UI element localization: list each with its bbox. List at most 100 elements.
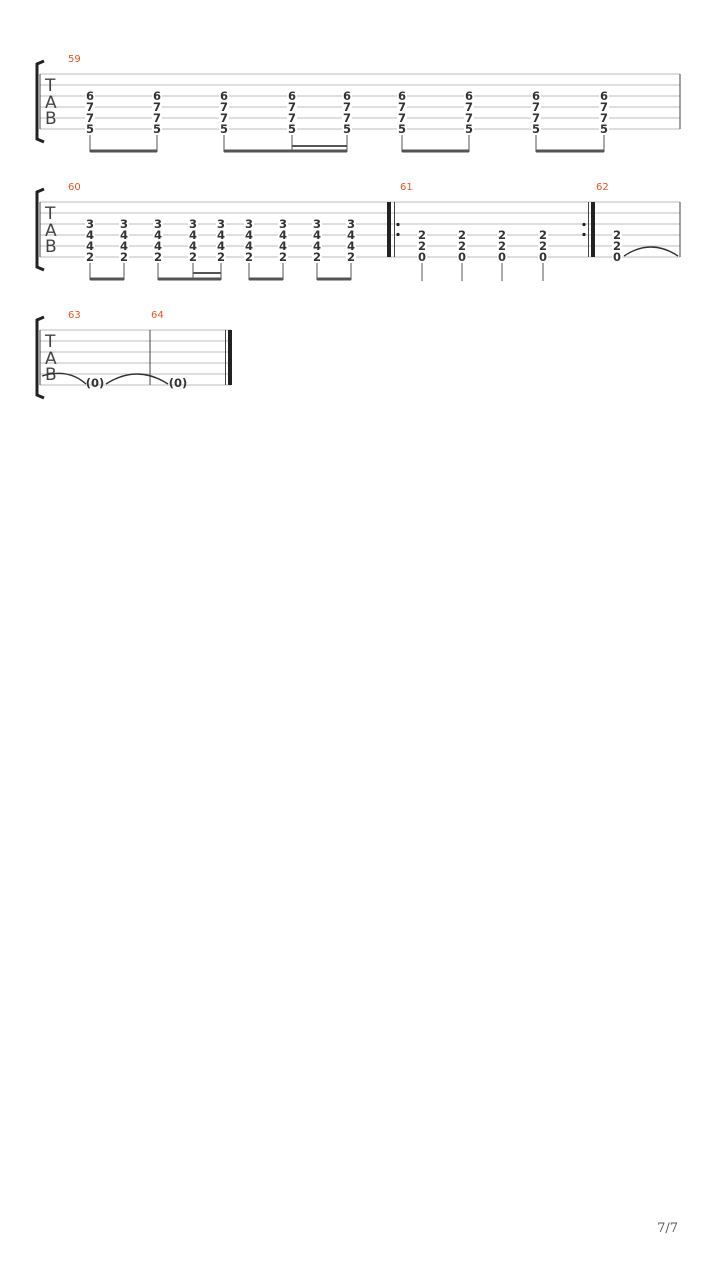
fret-number: 2 (189, 250, 197, 264)
tab-system-3: T A B 63 64 (0) (0) (35, 310, 232, 400)
fret-backdrop (188, 252, 198, 262)
fret-backdrop (346, 252, 356, 262)
fret-backdrop (397, 102, 407, 112)
fret-backdrop (538, 252, 548, 262)
fret-number: 4 (313, 228, 321, 242)
page-number: 7/7 (657, 1221, 678, 1236)
fret-number: 7 (343, 100, 351, 114)
fret-backdrop (219, 102, 229, 112)
rhythm-beams (89, 135, 605, 153)
fret-backdrop (287, 124, 297, 134)
fret-backdrop (346, 230, 356, 240)
clef-letter-t: T (44, 332, 56, 352)
fret-number: 3 (347, 217, 355, 231)
final-barline (225, 330, 232, 385)
fret-backdrop (612, 241, 622, 251)
fret-number: 6 (343, 89, 351, 103)
fret-backdrop (153, 241, 163, 251)
fret-backdrop (85, 241, 95, 251)
fret-backdrop (417, 230, 427, 240)
fret-number: 5 (465, 122, 473, 136)
fret-backdrop (346, 219, 356, 229)
fret-number: 7 (398, 111, 406, 125)
repeat-end-barline (582, 202, 595, 257)
fret-backdrop (152, 124, 162, 134)
held-note: (0) (169, 376, 188, 390)
fret-backdrop (464, 124, 474, 134)
fret-number: 5 (600, 122, 608, 136)
clef-letter-t: T (44, 76, 56, 96)
fret-number: 7 (532, 100, 540, 114)
clef-letter-a: A (45, 221, 57, 241)
fret-number: 2 (498, 239, 506, 253)
fret-backdrop (346, 241, 356, 251)
fret-backdrop (244, 219, 254, 229)
fret-number: 4 (86, 239, 94, 253)
fret-backdrop (531, 91, 541, 101)
fret-number: 3 (154, 217, 162, 231)
fret-number: 5 (153, 122, 161, 136)
fret-backdrop (531, 102, 541, 112)
fret-number: 4 (217, 228, 225, 242)
fret-backdrop (119, 241, 129, 251)
fret-number: 7 (398, 100, 406, 114)
fret-number: 5 (532, 122, 540, 136)
fret-backdrop (85, 230, 95, 240)
fret-backdrop (287, 91, 297, 101)
tab-clef: T A B (44, 332, 57, 385)
fret-number: 4 (245, 239, 253, 253)
fret-backdrop (312, 252, 322, 262)
fret-number: 3 (313, 217, 321, 231)
repeat-start-barline (387, 202, 400, 257)
fret-backdrop (287, 102, 297, 112)
staff-lines (40, 329, 231, 386)
fret-number: 3 (279, 217, 287, 231)
system-bracket (35, 59, 45, 144)
clef-letter-a: A (45, 349, 57, 369)
fret-number: 7 (220, 100, 228, 114)
fret-backdrop (464, 91, 474, 101)
fret-backdrop (457, 241, 467, 251)
fret-number: 2 (86, 250, 94, 264)
fret-number: 4 (120, 239, 128, 253)
fret-backdrop (85, 252, 95, 262)
clef-letter-t: T (44, 204, 56, 224)
fret-backdrop (397, 113, 407, 123)
fret-number: 5 (288, 122, 296, 136)
fret-number: 3 (245, 217, 253, 231)
fret-number: 4 (189, 228, 197, 242)
fret-number: 4 (347, 239, 355, 253)
fret-number: 7 (600, 111, 608, 125)
fret-backdrop (612, 252, 622, 262)
fret-number: 5 (398, 122, 406, 136)
fret-backdrop (497, 252, 507, 262)
fret-number: 6 (288, 89, 296, 103)
measure-number: 62 (596, 182, 609, 193)
clef-letter-a: A (45, 93, 57, 113)
fret-backdrop (216, 219, 226, 229)
fret-number: 4 (86, 228, 94, 242)
fret-number: 2 (245, 250, 253, 264)
measure-number: 63 (68, 310, 81, 321)
fret-backdrop (188, 230, 198, 240)
tie-arc (41, 372, 87, 385)
fret-number: 5 (86, 122, 94, 136)
fret-number: 4 (245, 228, 253, 242)
fret-number: 6 (153, 89, 161, 103)
fret-backdrop (244, 230, 254, 240)
fret-number: 4 (154, 239, 162, 253)
fret-number: 2 (458, 239, 466, 253)
fret-number: 7 (86, 100, 94, 114)
fret-number: 4 (217, 239, 225, 253)
fret-number: 2 (279, 250, 287, 264)
fret-number: 2 (313, 250, 321, 264)
fret-backdrop (599, 91, 609, 101)
fret-number: 2 (418, 228, 426, 242)
fret-number: 7 (220, 111, 228, 125)
fret-backdrop (152, 113, 162, 123)
fret-backdrop (457, 252, 467, 262)
fret-backdrop (152, 91, 162, 101)
